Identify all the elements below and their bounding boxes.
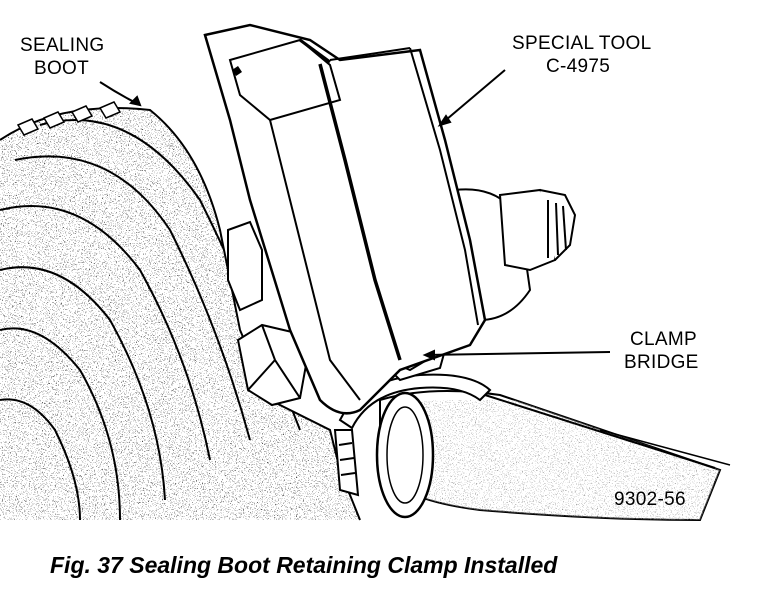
leader-lines <box>99 69 731 466</box>
label-sealing-boot: SEALING BOOT <box>20 35 105 79</box>
tool-nut <box>227 220 308 407</box>
label-special-tool: SPECIAL TOOL C-4975 <box>512 33 652 77</box>
figure-id: 9302-56 <box>614 489 686 510</box>
special-tool <box>203 23 487 415</box>
label-clamp-bridge: CLAMP BRIDGE <box>624 329 699 373</box>
figure-caption: Fig. 37 Sealing Boot Retaining Clamp Ins… <box>50 552 558 578</box>
axle-shaft <box>375 390 722 522</box>
boot-ribs <box>16 101 122 136</box>
